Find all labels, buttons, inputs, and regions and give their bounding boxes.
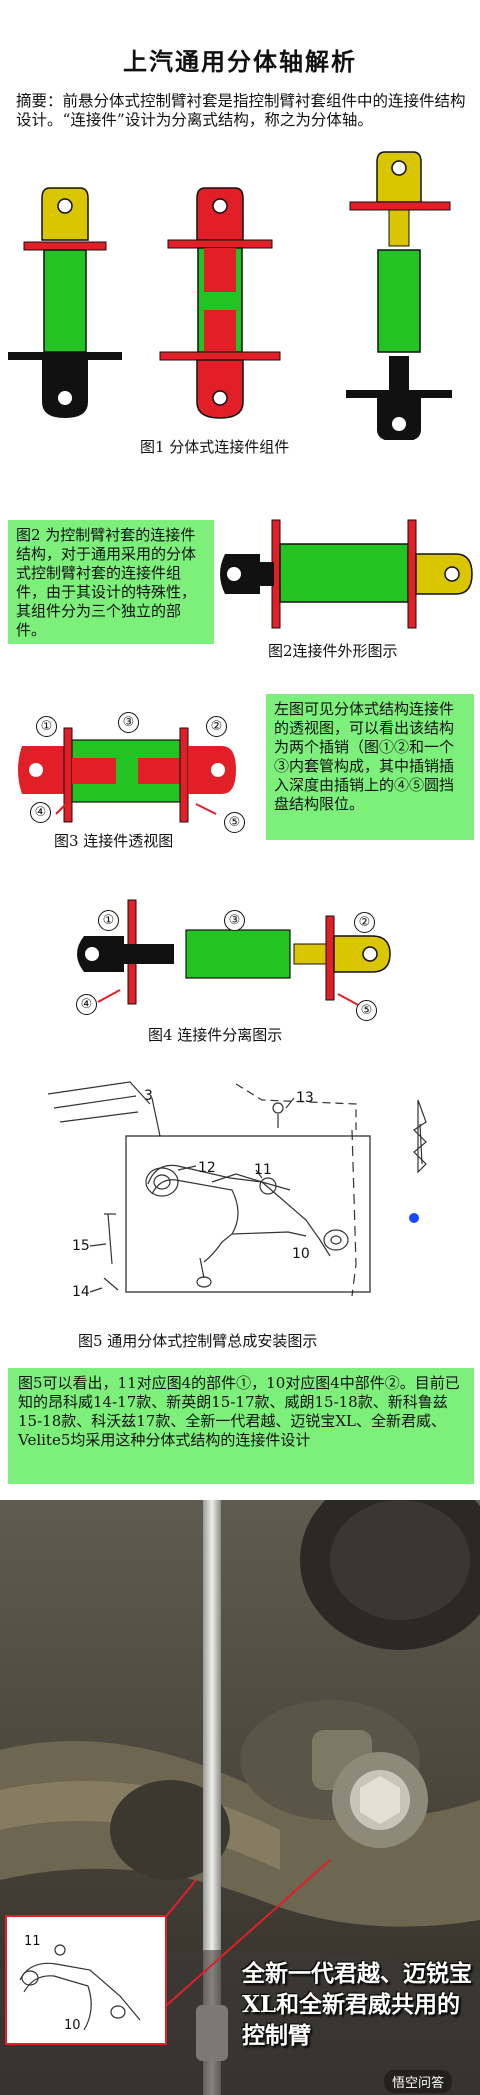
callout-5: ⑤ bbox=[356, 1000, 377, 1021]
figure-3-caption: 图3 连接件透视图 bbox=[54, 832, 174, 850]
figure-5-description: 图5可以看出，11对应图4的部件①，10对应图4中部件②。目前已知的昂科威14-… bbox=[8, 1368, 474, 1484]
callout-1: ① bbox=[98, 910, 119, 931]
abstract-text: 摘要：前悬分体式控制臂衬套是指控制臂衬套组件中的连接件结构设计。“连接件”设计为… bbox=[16, 92, 466, 129]
inset-label-11: 11 bbox=[24, 1934, 41, 1949]
callout-4: ④ bbox=[76, 994, 97, 1015]
figure-3-description: 左图可见分体式结构连接件的透视图，可以看出该结构为两个插销（图①②和一个③内套管… bbox=[266, 694, 474, 840]
figure-4-caption: 图4 连接件分离图示 bbox=[148, 1026, 283, 1044]
callout-5: ⑤ bbox=[224, 812, 245, 833]
diagram-label-10: 10 bbox=[292, 1246, 310, 1262]
diagram-label-15: 15 bbox=[72, 1238, 90, 1254]
figure-2-caption: 图2连接件外形图示 bbox=[268, 642, 398, 660]
diagram-label-12: 12 bbox=[198, 1160, 216, 1176]
callout-2: ② bbox=[354, 912, 375, 933]
diagram-label-11: 11 bbox=[254, 1162, 272, 1178]
callout-1: ① bbox=[36, 716, 57, 737]
watermark: 悟空问答 bbox=[384, 2070, 453, 2093]
callout-4: ④ bbox=[30, 802, 51, 823]
callout-3: ③ bbox=[118, 712, 139, 733]
diagram-label-3: 3 bbox=[144, 1088, 153, 1104]
assembly-red-cutaway bbox=[159, 187, 281, 419]
figure-4-connector-exploded bbox=[77, 899, 391, 1007]
figure-1-caption: 图1 分体式连接件组件 bbox=[140, 438, 290, 456]
figure-5-caption: 图5 通用分体式控制臂总成安装图示 bbox=[78, 1332, 318, 1350]
figure-1-components bbox=[8, 151, 452, 440]
assembly-yellow-black bbox=[8, 187, 122, 418]
page-title: 上汽通用分体轴解析 bbox=[123, 47, 357, 76]
diagram-label-13: 13 bbox=[296, 1090, 314, 1106]
figure-3-connector-cutaway bbox=[18, 727, 236, 823]
callout-3: ③ bbox=[224, 910, 245, 931]
photo-caption: 全新一代君越、迈锐宝XL和全新君威共用的控制臂 bbox=[242, 1960, 472, 2049]
callout-2: ② bbox=[206, 716, 227, 737]
diagram-label-14: 14 bbox=[72, 1284, 90, 1300]
figure-2-connector-exterior bbox=[220, 519, 473, 629]
assembly-exploded bbox=[346, 151, 452, 440]
figure-2-description: 图2 为控制臂衬套的连接件结构，对于通用采用的分体式控制臂衬套的连接件组件，由于… bbox=[8, 520, 214, 644]
figure-5-installation-diagram bbox=[47, 1081, 427, 1297]
inset-label-10: 10 bbox=[64, 2018, 81, 2033]
control-arm-photo bbox=[0, 1500, 480, 2095]
